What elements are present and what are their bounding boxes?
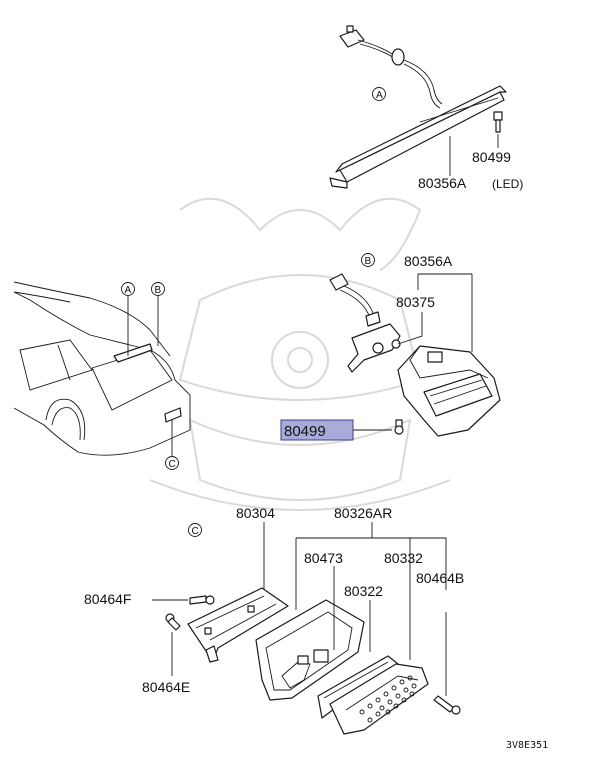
label-80499-highlight[interactable]: 80499 [284,423,326,440]
led-stop-lamp-assembly[interactable] [329,25,507,189]
callout-a-top-label: A [376,90,383,101]
callout-c-section-circle [188,523,202,537]
label-80304[interactable]: 80304 [236,505,275,521]
callout-a-car-label: A [125,285,132,296]
screw-80499-mid[interactable] [394,419,404,435]
screw-80464f[interactable] [189,595,215,605]
callout-a-car-circle [121,282,135,296]
tail-lamp-body-80326ar[interactable] [255,599,365,701]
lamp-lens-80332[interactable] [329,663,429,735]
stop-lamp-socket-80375[interactable] [329,273,401,373]
label-80356a-mid[interactable]: 80356A [404,253,453,269]
watermark-emblem [149,197,451,511]
screw-80464e[interactable] [165,613,181,631]
callout-c-car-label: C [169,459,176,470]
label-80473[interactable]: 80473 [304,550,343,566]
callout-b-mid-label: B [365,256,372,267]
callout-b-mid-circle [361,253,375,267]
callout-b-car-circle [151,282,165,296]
label-80356a-led[interactable]: 80356A [418,175,467,191]
label-80375[interactable]: 80375 [396,294,435,310]
label-80322[interactable]: 80322 [344,583,383,599]
label-80464e[interactable]: 80464E [142,679,190,695]
vehicle-outline [13,281,191,456]
label-80499-top[interactable]: 80499 [472,149,511,165]
label-80464b[interactable]: 80464B [416,570,464,586]
label-80464f[interactable]: 80464F [84,591,131,607]
callout-a-top-circle [372,87,386,101]
callout-b-car-label: B [155,285,162,296]
label-80326ar[interactable]: 80326AR [334,505,392,521]
callout-c-car-circle [165,456,179,470]
screw-80464b[interactable] [433,695,461,715]
lamp-bracket-80304[interactable] [187,587,289,663]
callout-c-section-label: C [192,526,199,537]
diagram-code: 3V8E351 [506,740,548,751]
label-led-note: (LED) [492,177,523,191]
label-80332[interactable]: 80332 [384,550,423,566]
screw-80499-top[interactable] [493,111,503,133]
stop-lamp-housing-80356a[interactable] [397,345,501,437]
